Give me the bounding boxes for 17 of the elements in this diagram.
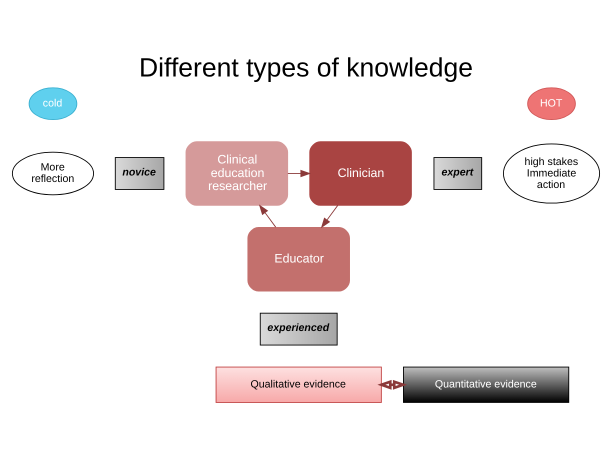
node-box: Clinician	[309, 141, 412, 206]
arrow	[287, 170, 312, 178]
node-box: Clinical education researcher	[186, 141, 288, 206]
node-box: novice	[114, 157, 164, 190]
diagram-title: Different types of knowledge	[139, 52, 473, 82]
node-box: experienced	[260, 312, 338, 346]
node-box: expert	[434, 157, 482, 190]
arrow	[258, 204, 276, 228]
arrow	[377, 380, 408, 390]
node-ellipse: More reflection	[12, 152, 94, 196]
node-ellipse: HOT	[527, 87, 576, 120]
node-box: Educator	[247, 227, 350, 292]
node-box: Qualitative evidence	[216, 366, 382, 403]
node-box: Quantitative evidence	[403, 366, 570, 403]
node-ellipse: cold	[28, 87, 78, 120]
arrow	[320, 204, 338, 228]
node-ellipse: high stakes Immediate action	[503, 144, 600, 204]
